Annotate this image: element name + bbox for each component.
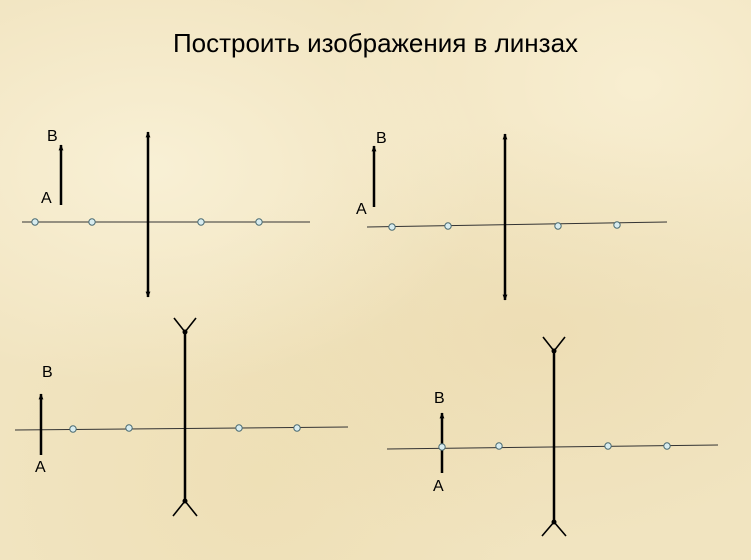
focus-point [613,221,621,229]
label-B-2: B [376,130,387,147]
focus-point [293,424,301,432]
focus-point [444,222,452,230]
label-B-1: B [47,128,58,145]
panel-4: B A [386,336,719,537]
slide-title: Построить изображения в линзах [172,28,579,58]
panel-3: B A [14,317,349,517]
label-A-4: A [433,478,444,495]
label-B-4: B [434,390,445,407]
focus-point [438,443,446,451]
focus-point [235,424,243,432]
focus-point [69,425,77,433]
focus-point [31,218,39,226]
focus-point [388,223,396,231]
focus-point [125,424,133,432]
focus-point [604,442,612,450]
focus-point [495,442,503,450]
lens-end-dot [551,519,557,525]
panel-2: B A [356,130,668,301]
focus-point [88,218,96,226]
optical-axis-2 [366,221,668,228]
lens-end-dot [182,329,188,335]
focus-point [197,218,205,226]
label-A-3: A [35,459,46,476]
lens-end-dot [551,348,557,354]
label-A-1: A [41,190,52,207]
panel-1: B A [22,128,310,298]
label-B-3: B [42,364,53,381]
focus-point [554,222,562,230]
focus-point [255,218,263,226]
lens-end-dot [182,498,188,504]
label-A-2: A [356,201,367,218]
focus-point [663,442,671,450]
